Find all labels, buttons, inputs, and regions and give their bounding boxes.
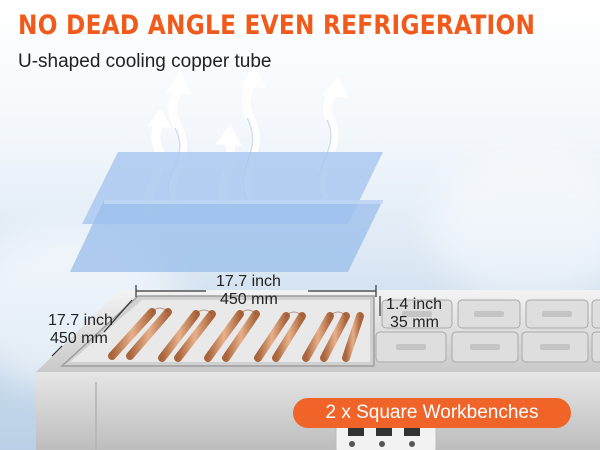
top-width-inch: 17.7 inch	[216, 273, 281, 290]
subheadline: U-shaped cooling copper tube	[18, 51, 272, 72]
frost-texture	[430, 150, 600, 300]
side-depth-inch: 17.7 inch	[48, 312, 113, 329]
height-inch: 1.4 inch	[386, 296, 443, 313]
workbench-badge: 2 x Square Workbenches	[293, 398, 571, 428]
height-mm: 35 mm	[390, 314, 439, 331]
copper-tubes	[108, 308, 364, 362]
side-depth-mm: 450 mm	[50, 330, 108, 347]
food-pans	[375, 299, 600, 363]
top-width-mm: 450 mm	[220, 291, 278, 308]
headline: NO DEAD ANGLE EVEN REFRIGERATION	[18, 10, 536, 41]
